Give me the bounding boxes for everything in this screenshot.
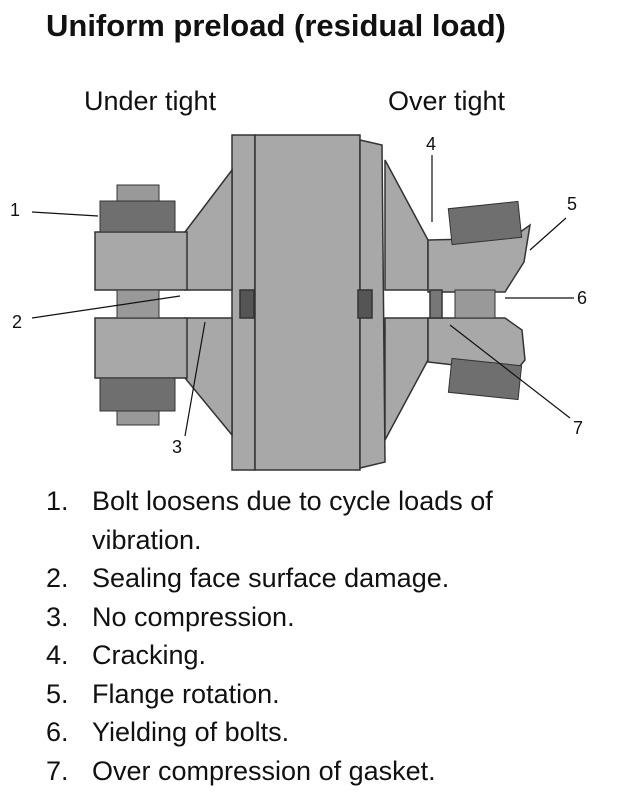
item-text: Bolt loosens due to cycle loads of vibrat… — [92, 482, 493, 559]
item-text: Sealing face surface damage. — [92, 563, 450, 593]
item-number: 5. — [46, 678, 69, 709]
hub-left-bottom — [184, 317, 233, 438]
list-item: 4. Cracking. — [46, 636, 493, 675]
callout-6: 6 — [577, 288, 588, 308]
flange-left-bottom — [94, 317, 188, 379]
hub-right-bottom — [384, 317, 429, 441]
callout-5: 5 — [567, 194, 578, 214]
nut-right-top — [447, 200, 523, 246]
list-item: 7. Over compression of gasket. — [46, 752, 493, 791]
item-number: 3. — [46, 601, 69, 632]
item-text: Yielding of bolts. — [92, 717, 290, 747]
failure-list: 1. Bolt loosens due to cycle loads of vibr… — [46, 482, 493, 790]
item-number: 1. — [46, 486, 69, 516]
item-text: Over compression of gasket. — [92, 755, 436, 786]
item-number: 2. — [46, 563, 69, 593]
page-title: Uniform preload (residual load) — [46, 8, 506, 43]
hub-right-top — [384, 159, 429, 291]
item-text: Cracking. — [92, 640, 207, 670]
callout-2: 2 — [12, 312, 23, 332]
bolt-thread-right-mid — [454, 289, 496, 319]
item-number: 4. — [46, 640, 69, 670]
callout-7: 7 — [573, 418, 584, 438]
list-item: 1. Bolt loosens due to cycle loads of vibr… — [46, 482, 493, 559]
hub-left-top — [184, 167, 233, 291]
item-number: 6. — [46, 717, 69, 747]
item-text-line1: Bolt loosens due to cycle loads of — [92, 486, 493, 516]
list-item: 5. Flange rotation. — [46, 675, 493, 714]
item-number: 7. — [46, 755, 69, 786]
callout-3: 3 — [172, 437, 183, 457]
nut-right-bottom — [447, 357, 523, 401]
item-text: No compression. — [92, 601, 295, 632]
nut-left-top — [99, 200, 176, 233]
bolt-thread-left-bottom — [116, 410, 160, 426]
callout-1: 1 — [10, 200, 21, 220]
list-item: 3. No compression. — [46, 598, 493, 637]
nut-left-bottom — [99, 377, 176, 412]
callout-4: 4 — [426, 134, 437, 154]
flange-left-top — [94, 231, 188, 291]
item-text: Flange rotation. — [92, 678, 280, 709]
pipe-body — [254, 134, 361, 471]
label-under-tight: Under tight — [84, 86, 217, 116]
list-item: 2. Sealing face surface damage. — [46, 559, 493, 598]
list-item: 6. Yielding of bolts. — [46, 713, 493, 752]
item-text-line2: vibration. — [92, 524, 202, 555]
bolt-thread-left-top — [116, 184, 160, 202]
label-over-tight: Over tight — [388, 86, 506, 116]
flange-diagram — [31, 134, 574, 471]
